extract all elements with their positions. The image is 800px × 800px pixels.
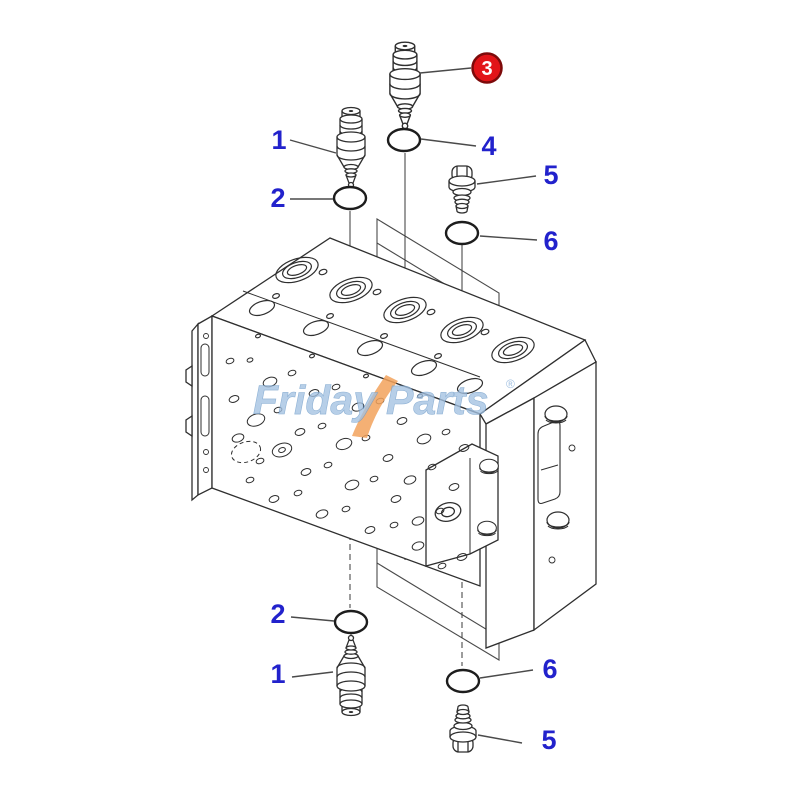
part-3-valve-cartridge [389,41,421,130]
part-2-upper-o-ring [332,185,368,211]
valve-body-drawing [185,237,597,649]
callout-labels: 1 2 4 5 6 2 1 6 5 [270,125,558,755]
callout-1-lower-label: 1 [270,659,285,689]
front-face-holes [225,357,470,570]
callout-2-upper-label: 2 [270,183,285,213]
callout-3-label: 3 [481,58,492,80]
callout-5-upper-label: 5 [543,160,558,190]
watermark-text-left: Friday [253,377,378,423]
part-2-lower-o-ring [333,609,369,635]
part-4-o-ring [386,127,422,153]
callout-3-highlight-badge: 3 [471,52,503,84]
callout-5-lower-label: 5 [541,725,556,755]
watermark-swoosh [352,375,398,438]
part-6-upper-o-ring [444,220,480,246]
watermark: Friday Parts ® [253,375,515,438]
end-plate-left [185,314,213,502]
valve-body-end-block [425,339,597,649]
part-1-lower-valve-cartridge [336,634,366,717]
part-6-lower-o-ring [445,668,481,694]
part-5-upper-plug [448,165,476,214]
callout-4-label: 4 [481,131,496,161]
callout-leader-lines [289,67,538,744]
callout-2-lower-label: 2 [270,599,285,629]
watermark-registered-mark: ® [506,377,515,391]
watermark-text-right: Parts [386,377,489,423]
top-face-ports [248,256,535,399]
callout-6-lower-label: 6 [542,654,557,684]
callout-6-upper-label: 6 [543,226,558,256]
part-5-lower-plug [449,704,477,753]
callout-1-upper-label: 1 [271,125,286,155]
part-1-upper-valve-cartridge [336,106,366,189]
highlight-badge-circle [471,52,503,84]
